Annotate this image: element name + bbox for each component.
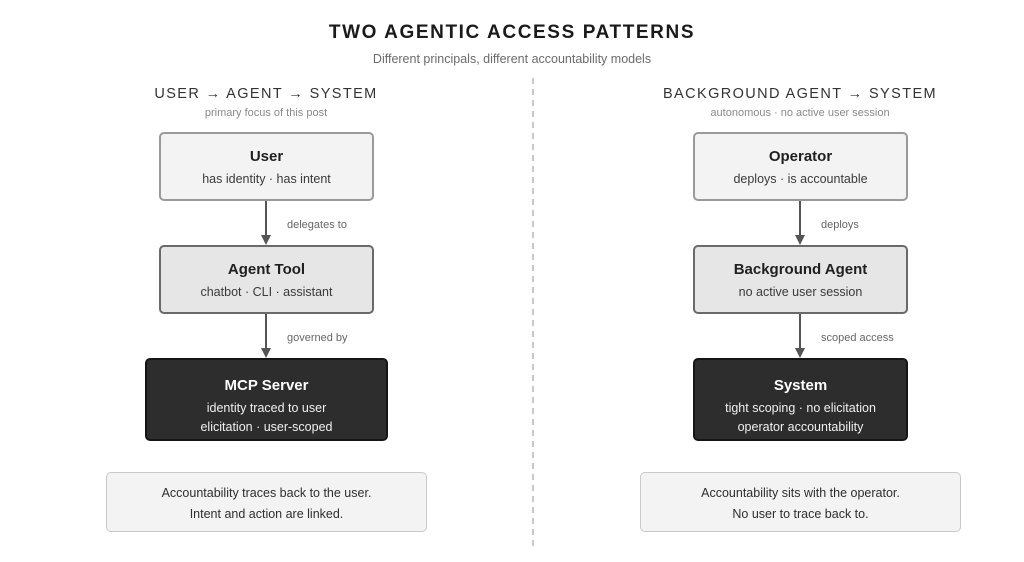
operator-node-name: Operator xyxy=(768,148,833,165)
agent-tool-node-name: Agent Tool xyxy=(227,261,306,278)
mcp-server-node: MCP Server identity traced to user elici… xyxy=(145,358,388,441)
left-accountability-note: Accountability traces back to the user. … xyxy=(106,472,427,532)
left-column-subheading: primary focus of this post xyxy=(204,107,328,119)
right-column-subheading: autonomous · no active user session xyxy=(710,107,890,119)
edge-label-scoped-access: scoped access xyxy=(821,332,894,344)
right-note-line-1: Accountability sits with the operator. xyxy=(701,486,900,500)
background-agent-node-desc: no active user session xyxy=(738,285,863,299)
system-node-line-1: tight scoping · no elicitation xyxy=(725,401,876,415)
mcp-server-node-line-1: identity traced to user xyxy=(206,401,327,415)
user-node-name: User xyxy=(249,148,284,165)
left-note-line-1: Accountability traces back to the user. xyxy=(161,486,372,500)
mcp-server-node-line-2: elicitation · user-scoped xyxy=(200,420,333,434)
right-column-heading: BACKGROUND AGENT → SYSTEM xyxy=(662,86,938,102)
diagram-title: TWO AGENTIC ACCESS PATTERNS xyxy=(328,22,696,43)
agent-tool-node-desc: chatbot · CLI · assistant xyxy=(200,285,333,299)
system-node-name: System xyxy=(773,377,828,394)
background-agent-node: Background Agent no active user session xyxy=(693,245,908,314)
left-column-heading: USER → AGENT → SYSTEM xyxy=(154,86,378,102)
diagram-subtitle: Different principals, different accounta… xyxy=(372,52,652,66)
right-note-line-2: No user to trace back to. xyxy=(732,507,869,521)
operator-node: Operator deploys · is accountable xyxy=(693,132,908,201)
system-node-line-2: operator accountability xyxy=(737,420,864,434)
edge-label-delegates-to: delegates to xyxy=(287,219,347,231)
mcp-server-node-name: MCP Server xyxy=(224,377,309,394)
left-note-line-2: Intent and action are linked. xyxy=(189,507,344,521)
background-agent-node-name: Background Agent xyxy=(733,261,868,278)
edge-label-governed-by: governed by xyxy=(287,332,348,344)
agent-tool-node: Agent Tool chatbot · CLI · assistant xyxy=(159,245,374,314)
system-node: System tight scoping · no elicitation op… xyxy=(693,358,908,441)
operator-node-desc: deploys · is accountable xyxy=(733,172,868,186)
user-node: User has identity · has intent xyxy=(159,132,374,201)
right-accountability-note: Accountability sits with the operator. N… xyxy=(640,472,961,532)
user-node-desc: has identity · has intent xyxy=(202,172,331,186)
edge-label-deploys: deploys xyxy=(821,219,859,231)
